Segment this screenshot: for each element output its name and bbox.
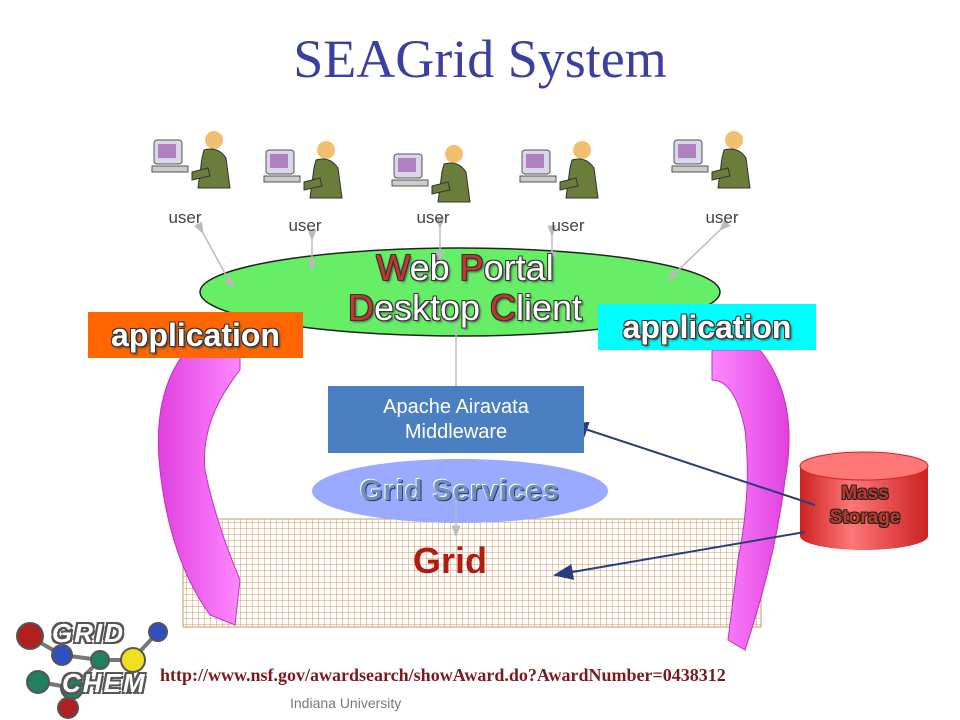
user-figure-4 bbox=[519, 141, 599, 199]
mass-storage-cylinder bbox=[799, 451, 929, 550]
cycle-arrow-left bbox=[157, 335, 241, 626]
user-label-4: user bbox=[551, 216, 585, 235]
web-portal-ellipse bbox=[199, 247, 721, 337]
logo-text-grid: GRID bbox=[52, 618, 125, 648]
slide-title: SEAGrid System bbox=[293, 29, 667, 89]
user-figure-5 bbox=[671, 131, 751, 189]
footer-text: Indiana University bbox=[290, 695, 402, 711]
user-label-2: user bbox=[288, 216, 322, 235]
middleware-line2: Middleware bbox=[404, 420, 508, 443]
grid-services-ellipse bbox=[312, 459, 608, 523]
user-figure-2 bbox=[263, 141, 343, 199]
connector-user1 bbox=[194, 221, 234, 290]
middleware-box: Apache Airavata Middleware bbox=[328, 386, 584, 453]
grid-box bbox=[182, 518, 762, 628]
web-portal-label: Web Portal Desktop Client bbox=[347, 247, 583, 328]
grid-label: Grid bbox=[412, 540, 487, 581]
middleware-line1: Apache Airavata bbox=[383, 395, 529, 418]
user-label-5: user bbox=[705, 208, 739, 227]
arrow-storage-to-middleware bbox=[568, 422, 816, 506]
mass-storage-line2: Storage bbox=[829, 507, 901, 528]
user-label-1: user bbox=[168, 208, 202, 227]
application-left: application bbox=[88, 312, 303, 358]
connector-user5 bbox=[666, 219, 731, 282]
user-figure-3 bbox=[391, 145, 471, 203]
mass-storage-line1: Mass bbox=[841, 483, 889, 504]
grid-services-label: Grid Services bbox=[360, 475, 560, 507]
user-label-3: user bbox=[416, 208, 450, 227]
arrow-storage-to-grid bbox=[553, 531, 806, 580]
logo-text-chem: CHEM bbox=[62, 668, 147, 698]
mass-storage-label: Mass Storage bbox=[800, 482, 930, 530]
award-url-link[interactable]: http://www.nsf.gov/awardsearch/showAward… bbox=[160, 665, 726, 685]
cycle-arrow-right bbox=[711, 349, 790, 651]
user-figure-1 bbox=[151, 131, 231, 189]
gridchem-logo-icon bbox=[16, 622, 168, 719]
application-right: application bbox=[598, 304, 816, 350]
